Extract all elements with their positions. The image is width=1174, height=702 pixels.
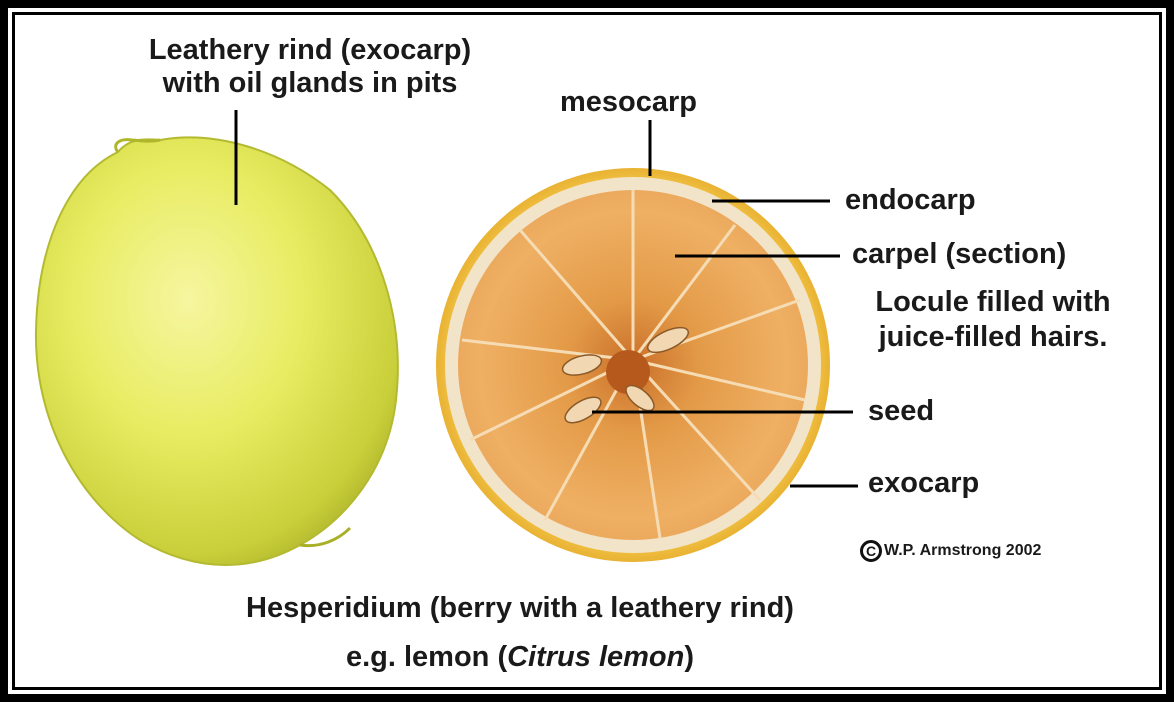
- copyright-notice: C W.P. Armstrong 2002: [860, 540, 1041, 562]
- leathery-rind-line1: Leathery rind (exocarp): [90, 34, 530, 67]
- lemon-body: [36, 137, 398, 565]
- caption-species: Citrus lemon: [507, 641, 684, 673]
- caption-line1: Hesperidium (berry with a leathery rind): [0, 592, 1040, 625]
- seed-label: seed: [868, 395, 934, 428]
- caption-line2-prefix: e.g. lemon (: [346, 641, 507, 673]
- copyright-text: W.P. Armstrong 2002: [884, 542, 1041, 560]
- locule-line1: Locule filled with: [848, 285, 1138, 320]
- caption-line2: e.g. lemon (Citrus lemon): [0, 641, 1040, 674]
- carpel-label: carpel (section): [852, 238, 1066, 271]
- exocarp-label: exocarp: [868, 467, 979, 500]
- mesocarp-label: mesocarp: [560, 86, 697, 119]
- endocarp-label: endocarp: [845, 184, 976, 217]
- locule-label: Locule filled with juice-filled hairs.: [848, 285, 1138, 355]
- copyright-icon: C: [860, 540, 882, 562]
- locule-line2: juice-filled hairs.: [848, 320, 1138, 355]
- caption-line2-suffix: ): [684, 641, 694, 673]
- leathery-rind-label: Leathery rind (exocarp) with oil glands …: [90, 34, 530, 101]
- whole-lemon: [36, 137, 398, 565]
- leathery-rind-line2: with oil glands in pits: [90, 67, 530, 100]
- cut-lemon: [436, 168, 830, 562]
